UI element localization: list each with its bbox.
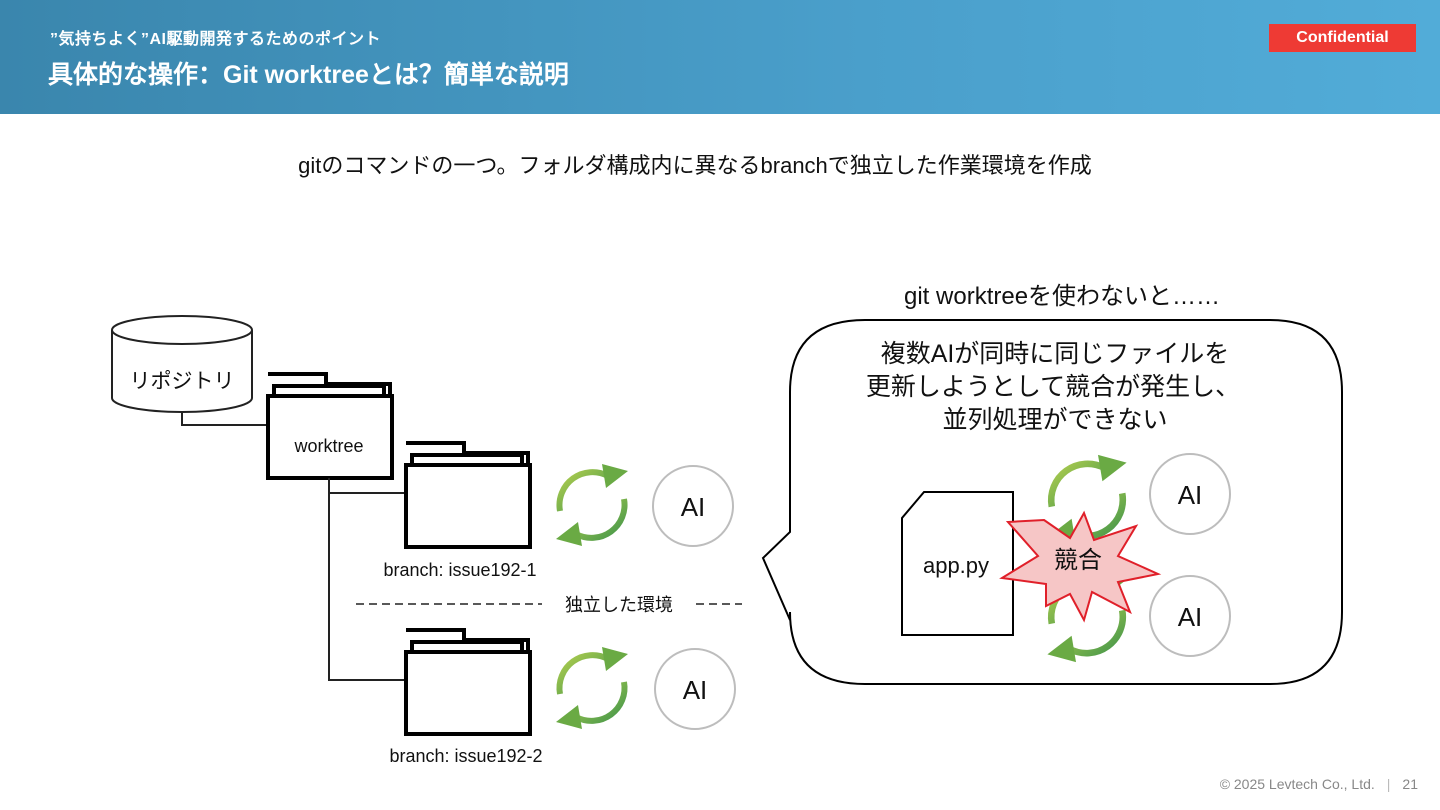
file-label: app.py: [923, 553, 989, 578]
worktree-folder-icon: [266, 372, 394, 480]
branch2-label: branch: issue192-2: [389, 746, 542, 766]
slide-footer: © 2025 Levtech Co., Ltd.|21: [1219, 776, 1418, 792]
copyright: © 2025 Levtech Co., Ltd.: [1219, 776, 1375, 792]
ai-circle: [652, 465, 734, 547]
without-worktree-heading: git worktreeを使わないと……: [904, 283, 1221, 310]
ai-label: AI: [1178, 480, 1203, 510]
branch2-folder-icon: [404, 628, 532, 736]
page-number: 21: [1402, 776, 1418, 792]
separator-label: 独立した環境: [565, 595, 673, 615]
ai-circle: [1149, 575, 1231, 657]
repository-label: リポジトリ: [130, 370, 235, 393]
header-subtitle: ”気持ちよく”AI駆動開発するためのポイント: [50, 31, 382, 48]
file-icon: [901, 491, 1014, 636]
ai-circle: [654, 648, 736, 730]
cycle-arrows-icon: [556, 464, 628, 546]
branch1-label: branch: issue192-1: [383, 560, 536, 580]
conflict-label: 競合: [1054, 547, 1102, 574]
bubble-line-2: 更新しようとして競合が発生し、: [866, 373, 1240, 401]
ai-label: AI: [683, 675, 708, 705]
bubble-line-3: 並列処理ができない: [942, 406, 1167, 434]
slide-description: gitのコマンドの一つ。フォルダ構成内に異なるbranchで独立した作業環境を作…: [298, 153, 1092, 178]
slide-title: 具体的な操作：Git worktreeとは？簡単な説明: [48, 61, 569, 89]
ai-label: AI: [1178, 602, 1203, 632]
branch1-folder-icon: [404, 441, 532, 549]
repo-connector: [181, 412, 268, 426]
tree-line: [328, 478, 406, 681]
ai-label: AI: [681, 492, 706, 522]
worktree-label: worktree: [293, 436, 363, 456]
conflict-starburst-icon: [999, 510, 1162, 623]
slide-header: ”気持ちよく”AI駆動開発するためのポイント 具体的な操作：Git worktr…: [0, 0, 1440, 114]
cycle-arrows-icon: [556, 647, 628, 729]
bubble-line-1: 複数AIが同時に同じファイルを: [881, 340, 1230, 368]
ai-circle: [1149, 453, 1231, 535]
repository-cylinder: [111, 315, 253, 413]
confidential-badge: Confidential: [1269, 24, 1416, 52]
